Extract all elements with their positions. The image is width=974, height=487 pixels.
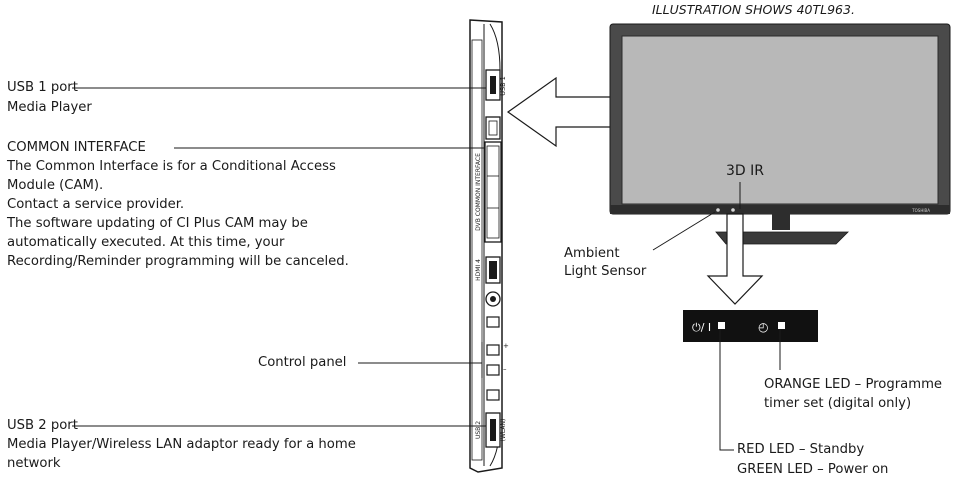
control-panel-label: Control panel — [258, 355, 347, 370]
side-usb1-port — [485, 69, 501, 101]
ambient-leader — [652, 211, 716, 251]
power-led — [718, 322, 725, 329]
ir-sensor-dot — [731, 208, 735, 212]
ci-title: COMMON INTERFACE — [7, 140, 146, 155]
red-led-label: RED LED – Standby — [737, 442, 865, 457]
ci-line-3: Contact a service provider. — [7, 197, 185, 212]
leader-lines-left — [72, 87, 486, 427]
ir-label: 3D IR — [726, 163, 764, 179]
ci-line-6: Recording/Reminder programming will be c… — [7, 254, 349, 269]
ambient-light-sensor-dot — [716, 208, 720, 212]
tv-screen — [621, 35, 939, 205]
usb2-line-1: Media Player/Wireless LAN adaptor ready … — [7, 437, 356, 452]
timer-symbol: ◴ — [758, 320, 769, 334]
usb1-title: USB 1 port — [7, 80, 78, 95]
front-led-panel: ⏻/ I ◴ — [683, 310, 818, 342]
usb2-line-2: network — [7, 456, 61, 471]
svg-text:+: + — [503, 342, 509, 350]
big-arrow-left — [506, 76, 613, 148]
side-ci-slot — [484, 141, 502, 243]
usb2-title: USB 2 port — [7, 418, 78, 433]
ci-line-5: automatically executed. At this time, yo… — [7, 235, 285, 250]
svg-text:–: – — [503, 365, 507, 373]
big-arrow-down — [706, 213, 764, 305]
tv-stand — [715, 231, 849, 245]
side-label-ci: DVB COMMON INTERFACE — [475, 153, 482, 231]
illustration-caption: ILLUSTRATION SHOWS 40TL963. — [652, 2, 855, 17]
ci-line-4: The software updating of CI Plus CAM may… — [7, 216, 308, 231]
tv-brand: TOSHIBA — [911, 208, 930, 213]
green-led-label: GREEN LED – Power on — [737, 462, 889, 477]
usb1-sub: Media Player — [7, 100, 92, 115]
orange-led-line-1: ORANGE LED – Programme — [764, 377, 943, 392]
side-panel: + – USB 1 DVB COMMON INTERFACE HDMI 4 US… — [469, 19, 509, 473]
ambient-label-2: Light Sensor — [564, 264, 647, 279]
side-hdmi-small-port — [485, 116, 501, 140]
ambient-label-1: Ambient — [564, 246, 620, 261]
red-green-led-leader — [719, 330, 734, 451]
side-usb2-port — [485, 412, 501, 448]
ci-line-1: The Common Interface is for a Conditiona… — [7, 159, 336, 174]
side-label-usb1: USB 1 — [499, 76, 507, 96]
side-label-hdmi4: HDMI 4 — [475, 259, 482, 281]
tv-front: TOSHIBA — [609, 23, 951, 245]
side-control-buttons: + – — [481, 316, 509, 401]
side-label-usb2: USB 2 — [475, 421, 482, 439]
side-headphone-jack — [485, 291, 501, 307]
side-hdmi4-port — [485, 256, 501, 284]
side-label-wlan: (WLAN) — [500, 419, 507, 442]
power-symbol: ⏻/ I — [692, 321, 711, 334]
ci-line-2: Module (CAM). — [7, 178, 104, 193]
timer-led — [778, 322, 785, 329]
orange-led-line-2: timer set (digital only) — [764, 396, 912, 411]
